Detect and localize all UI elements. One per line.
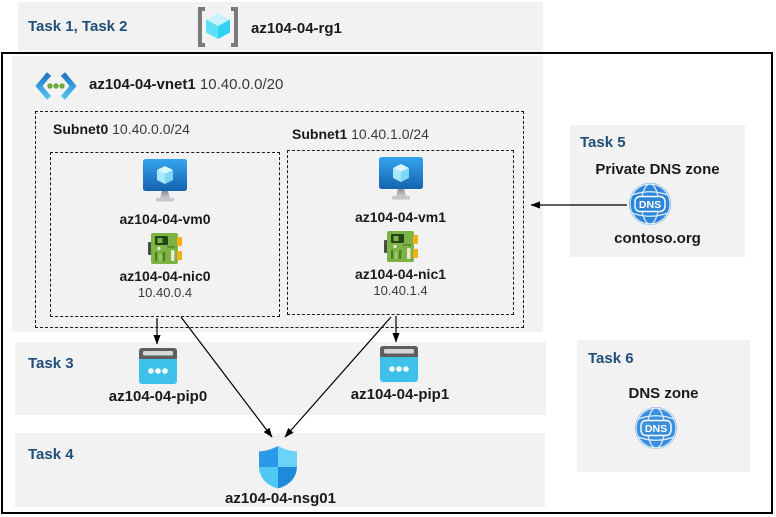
resource-group-icon — [198, 7, 238, 47]
dns-icon-text: DNS — [639, 199, 661, 211]
nic0-label: az104-04-nic0 — [119, 268, 211, 284]
dns-zone-icon: DNS — [635, 407, 677, 449]
subnets-container — [35, 111, 524, 328]
task5-panel: Task 5 Private DNS zone DNS contoso.org — [570, 125, 745, 257]
subnet1-box: az104-04-vm1 az104-04-nic1 10.40.1.4 — [287, 150, 514, 315]
vnet-region — [12, 56, 543, 332]
network-interface-icon — [148, 233, 182, 264]
vnet-title: az104-04-vnet1 10.40.0.0/20 — [89, 76, 283, 93]
dns-zone-title: DNS zone — [628, 385, 699, 402]
vm1-label: az104-04-vm1 — [354, 209, 447, 225]
diagram-frame — [1, 52, 773, 514]
resource-group-name: az104-04-rg1 — [251, 20, 342, 37]
network-interface-icon — [383, 231, 418, 262]
virtual-machine-icon — [378, 157, 423, 200]
task12-label: Task 1, Task 2 — [28, 18, 128, 35]
subnet0-name: Subnet0 — [53, 121, 109, 137]
subnet1-title: Subnet1 10.40.1.0/24 — [292, 126, 429, 142]
subnet1-name: Subnet1 — [292, 126, 348, 142]
subnet1-cidr: 10.40.1.0/24 — [351, 126, 429, 142]
virtual-machine-icon — [143, 159, 187, 202]
nsg-label: az104-04-nsg01 — [225, 490, 336, 507]
pip0-label: az104-04-pip0 — [108, 388, 208, 405]
task4-label: Task 4 — [28, 446, 74, 463]
private-dns-zone-title: Private DNS zone — [595, 161, 720, 178]
public-ip-icon — [380, 346, 418, 382]
pip1-label: az104-04-pip1 — [350, 386, 450, 403]
private-dns-icon: DNS — [629, 183, 671, 225]
virtual-network-icon — [35, 72, 77, 100]
vnet-cidr: 10.40.0.0/20 — [199, 76, 284, 93]
private-dns-zone-name: contoso.org — [614, 230, 701, 247]
vm0-label: az104-04-vm0 — [119, 211, 211, 227]
nic0-ip: 10.40.0.4 — [137, 285, 193, 300]
public-ip-icon — [139, 348, 177, 384]
subnet0-title: Subnet0 10.40.0.0/24 — [53, 121, 190, 137]
task6-panel: Task 6 DNS zone DNS — [577, 340, 750, 472]
nic1-ip: 10.40.1.4 — [373, 283, 428, 298]
task3-label: Task 3 — [28, 355, 74, 372]
task5-label: Task 5 — [580, 134, 626, 151]
subnet0-box: az104-04-vm0 az104-04-nic0 10.40.0.4 — [50, 152, 280, 317]
subnet0-cidr: 10.40.0.0/24 — [112, 121, 190, 137]
task6-label: Task 6 — [588, 350, 634, 367]
task3-panel — [15, 342, 546, 415]
dns-icon-text: DNS — [645, 423, 667, 435]
nic1-label: az104-04-nic1 — [354, 266, 447, 282]
network-security-group-icon — [259, 446, 297, 489]
vnet-name: az104-04-vnet1 — [89, 76, 196, 93]
task12-panel — [18, 2, 543, 52]
